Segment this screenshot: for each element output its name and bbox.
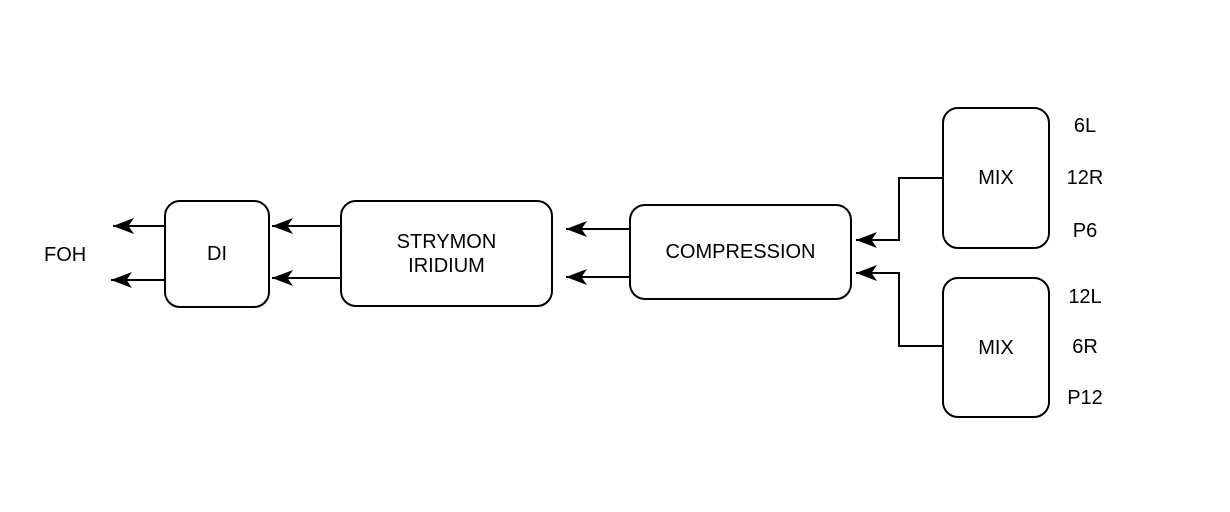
node-di-label: DI xyxy=(207,243,227,265)
channel-label-12r: 12R xyxy=(1066,167,1104,189)
node-mix-bottom-label: MIX xyxy=(978,336,1014,359)
node-strymon-iridium: STRYMON IRIDIUM xyxy=(340,200,553,307)
foh-label: FOH xyxy=(44,244,87,266)
channel-label-6r: 6R xyxy=(1072,336,1098,358)
channel-label-6l: 6L xyxy=(1073,115,1097,137)
channel-label-12l: 12L xyxy=(1068,286,1102,308)
node-mix-top-label: MIX xyxy=(978,167,1014,189)
node-strymon-iridium-label: STRYMON IRIDIUM xyxy=(396,230,497,277)
arrow-mix-bottom-to-compression xyxy=(856,265,942,347)
channel-label-p12: P12 xyxy=(1067,387,1103,409)
node-mix-bottom: MIX xyxy=(942,277,1050,418)
node-di: DI xyxy=(164,200,270,308)
arrow-mix-top-to-compression xyxy=(856,177,942,248)
node-mix-top: MIX xyxy=(942,107,1050,249)
node-compression: COMPRESSION xyxy=(629,204,852,300)
channel-label-p6: P6 xyxy=(1072,220,1098,242)
node-compression-label: COMPRESSION xyxy=(665,241,816,263)
